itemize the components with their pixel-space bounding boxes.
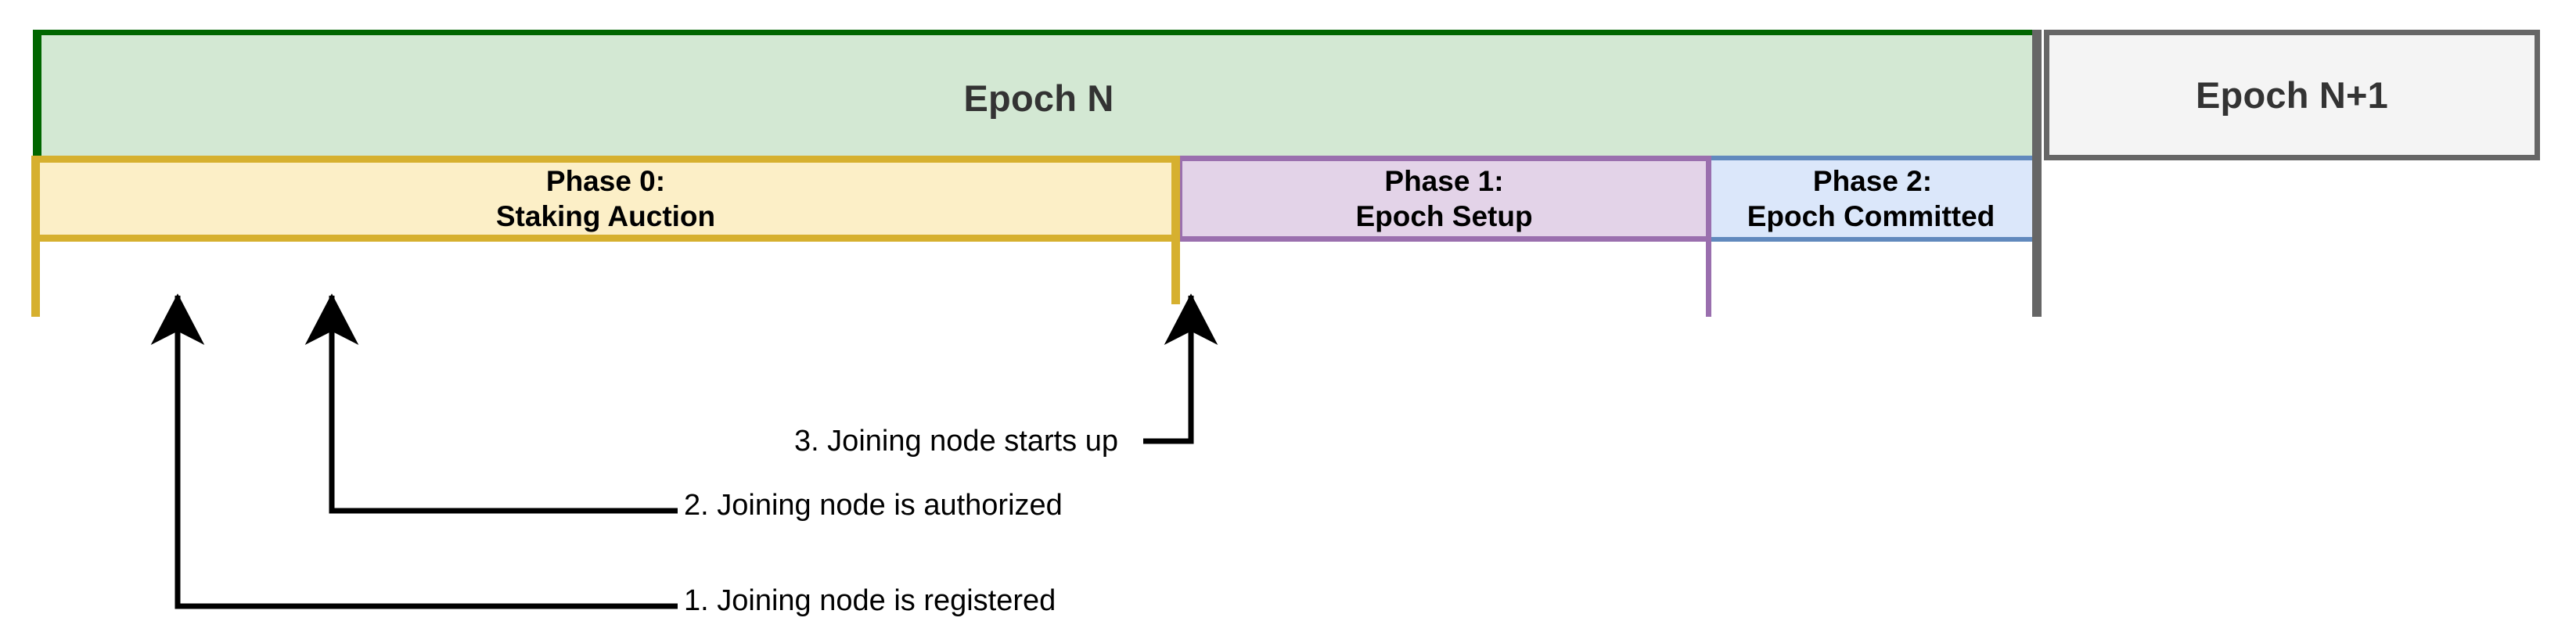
epoch-n-box: Epoch N <box>33 30 2036 160</box>
callout-3-connector <box>1143 293 1218 444</box>
phase-0-subtitle: Staking Auction <box>495 200 716 232</box>
phase-2-title: Phase 2: <box>1812 164 1933 197</box>
phase-2-subtitle: Epoch Committed <box>1747 200 1995 232</box>
epoch-n-label: Epoch N <box>963 77 1114 119</box>
phase-1-title: Phase 1: <box>1384 164 1504 197</box>
callout-3-label: 3. Joining node starts up <box>793 425 1118 458</box>
phase-0-title: Phase 0: <box>545 164 666 197</box>
epoch-n-plus-1-box: Epoch N+1 <box>2044 30 2540 160</box>
phase-1-end-boundary-rule <box>1706 156 1711 317</box>
callout-1-connector <box>150 293 678 609</box>
phase-0-end-boundary-rule <box>1171 156 1180 304</box>
callout-2-label: 2. Joining node is authorized <box>684 489 1063 522</box>
phase-1-subtitle: Epoch Setup <box>1355 200 1533 232</box>
phase-0-box: Phase 0: Staking Auction <box>31 156 1180 242</box>
phase-1-box: Phase 1: Epoch Setup <box>1177 156 1711 242</box>
epoch-start-boundary-rule <box>31 156 40 317</box>
epoch-boundary-divider-rule <box>2032 30 2042 317</box>
callout-1-label: 1. Joining node is registered <box>684 584 1056 617</box>
epoch-n-plus-1-label: Epoch N+1 <box>2195 74 2388 116</box>
callout-2-connector <box>304 293 678 514</box>
phase-2-box: Phase 2: Epoch Committed <box>1709 156 2036 242</box>
